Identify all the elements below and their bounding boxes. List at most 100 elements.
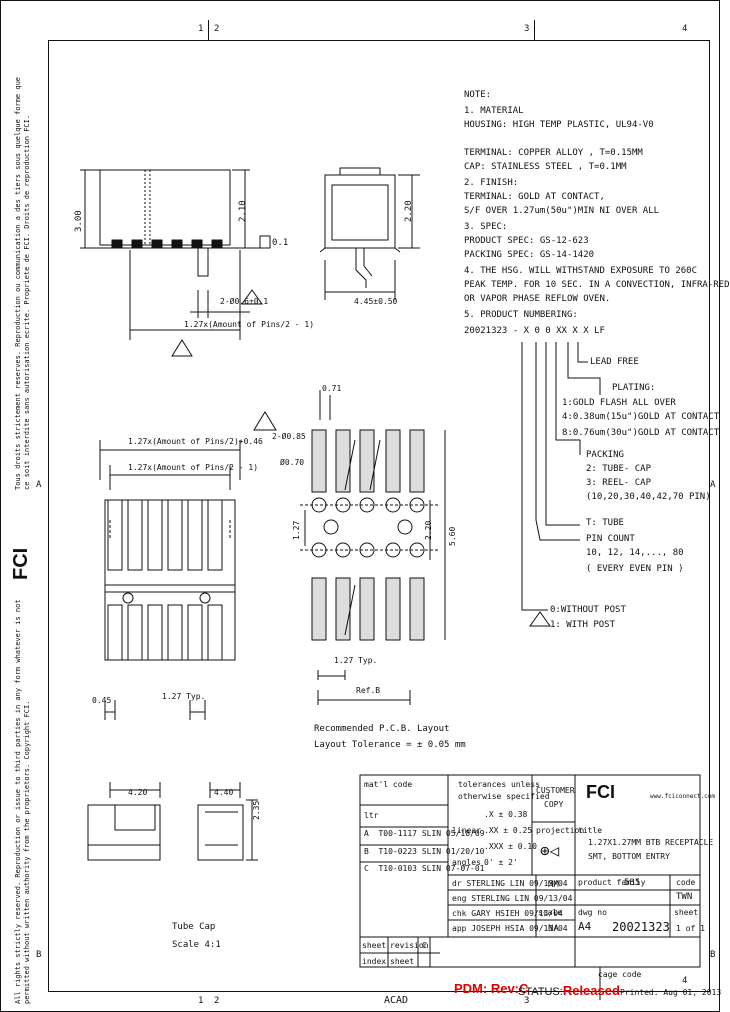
tb-dwg-no-label: dwg no: [578, 908, 607, 917]
tb-rev-a: A T00-1117 SLIN 05/18/09: [364, 829, 485, 838]
tube-cap-views: [87, 782, 258, 861]
tb-drawn-row: dr STERLING LIN 09/13/04: [452, 879, 568, 888]
tb-tol-4: 0' ± 2': [484, 858, 518, 867]
zone-left-b: B: [36, 950, 42, 960]
zone-left-a: A: [36, 480, 42, 490]
tb-logo: FCI: [586, 782, 615, 802]
note-line: TERMINAL: GOLD AT CONTACT,: [464, 192, 605, 202]
note-line: 3. SPEC:: [464, 222, 508, 232]
dim-cap-4-20: 4.20: [128, 788, 148, 797]
callout-pin-count: PIN COUNT: [586, 534, 635, 544]
drawing-inner-frame: [48, 40, 710, 992]
tb-dwg-no: 20021323: [612, 920, 670, 934]
tb-tol-label: linear: [452, 826, 481, 835]
note-line: PEAK TEMP. FOR 10 SEC. IN A CONVECTION, …: [464, 280, 730, 290]
tb-size: A4: [578, 920, 592, 933]
tb-tol-2: .XX ± 0.25: [484, 826, 533, 835]
product-number: 20021323 - X 0 0 XX X X LF: [464, 326, 605, 336]
dim-pcb-top-b: 1.27x(Amount of Pins/2 - 1): [128, 463, 259, 472]
tb-tol-3: .XXX ± 0.10: [484, 842, 537, 851]
tb-angles-label: angles: [452, 858, 481, 867]
tb-sheet-label: sheet: [674, 908, 699, 917]
tb-drawn-row: eng STERLING LIN 09/13/04: [452, 894, 573, 903]
tb-ltr-label: ltr: [364, 811, 379, 820]
dim-side-width: 4.45±0.50: [354, 297, 398, 306]
tb-index-1: index: [362, 957, 387, 966]
front-view: [80, 169, 271, 357]
tb-code-label: code: [676, 878, 696, 887]
dim-0-1: 0.1: [272, 238, 289, 248]
tb-projection-label: projection: [536, 826, 585, 835]
footer-acad: ACAD: [384, 995, 409, 1006]
dim-land-2-20: 2.20: [424, 520, 433, 540]
note-line: PRODUCT SPEC: GS-12-623: [464, 236, 589, 246]
tb-sheet: 1 of 1: [676, 924, 705, 933]
tb-customer: CUSTOMER: [536, 786, 575, 795]
zone-top-1: 1: [198, 24, 204, 34]
tb-title-1: 1.27X1.27MM BTB RECEPTACLE: [588, 838, 714, 847]
dim-land-1-27-typ: 1.27 Typ.: [334, 656, 378, 665]
callout-pin-range: 10, 12, 14,..., 80: [586, 548, 684, 558]
zone-bottom-3: 3: [524, 996, 530, 1006]
note-line: PACKING SPEC: GS-14-1420: [464, 250, 595, 260]
note-line: OR VAPOR PHASE REFLOW OVEN.: [464, 294, 611, 304]
title-block-lines: [359, 774, 701, 1000]
callout-packing: PACKING: [586, 450, 624, 460]
callout-plating-4: 4:0.38um(15u")GOLD AT CONTACT: [562, 412, 720, 422]
note-line: 5. PRODUCT NUMBERING:: [464, 310, 578, 320]
callout-packing-3: 3: REEL- CAP: [586, 478, 652, 488]
cap-caption-title: Tube Cap: [172, 922, 216, 932]
tb-sheet-rev-3: C: [422, 941, 427, 950]
dim-land-ref: Ref.B: [356, 686, 381, 695]
cap-caption-scale: Scale 4:1: [172, 940, 221, 950]
dim-cap-2-35: 2.35: [252, 800, 261, 820]
dim-pcb-top-a: 1.27x(Amount of Pins/2)+0.46: [128, 437, 263, 446]
dim-3-00: 3.00: [74, 210, 84, 232]
tb-tol-1: .X ± 0.38: [484, 810, 528, 819]
tb-tolerances-2: otherwise specified: [458, 792, 550, 801]
tb-printed: Printed: Aug 01, 2013: [620, 988, 722, 997]
tb-website: www.fciconnect.com: [650, 793, 716, 800]
tb-sheet-rev-1: sheet: [362, 941, 387, 950]
callout-packing-2: 2: TUBE- CAP: [586, 464, 652, 474]
tb-copy: COPY: [544, 800, 564, 809]
numbering-leaders: [521, 342, 601, 627]
dim-land-hole: 2-Ø0.85: [272, 432, 306, 441]
projection-symbol-icon: ⊕◁: [540, 841, 560, 860]
tb-product-family-label: product family: [578, 878, 646, 887]
note-line: 1. MATERIAL: [464, 106, 524, 116]
note-line: CAP: STAINLESS STEEL , T=0.1MM: [464, 162, 627, 172]
callout-plating-8: 8:0.76um(30u")GOLD AT CONTACT: [562, 428, 720, 438]
pcb-top-view: [99, 440, 241, 720]
pcb-layout: [253, 390, 446, 705]
note-line: S/F OVER 1.27um(50u")MIN NI OVER ALL: [464, 206, 660, 216]
tb-title-2: SMT, BOTTOM ENTRY: [588, 852, 670, 861]
status-label: STATUS:: [518, 986, 563, 998]
tb-code: TWN: [676, 892, 693, 902]
tb-scale: NA: [548, 924, 559, 934]
callout-tube: T: TUBE: [586, 518, 624, 528]
tb-drawn-row: chk GARY HSIEH 09/13/04: [452, 909, 563, 918]
layout-caption-title: Recommended P.C.B. Layout: [314, 724, 450, 734]
note-line: TERMINAL: COPPER ALLOY , T=0.15MM: [464, 148, 643, 158]
dim-1-27-typ-pcb: 1.27 Typ.: [162, 692, 206, 701]
callout-pin-even: ( EVERY EVEN PIN ): [586, 564, 684, 574]
note-line: 2. FINISH:: [464, 178, 519, 188]
note-line: 4. THE HSG. WILL WITHSTAND EXPOSURE TO 2…: [464, 266, 697, 276]
dim-pitch-formula: 1.27x(Amount of Pins/2 - 1): [184, 320, 315, 329]
callout-packing-pins: (10,20,30,40,42,70 PIN): [586, 492, 711, 502]
callout-with-post: 1: WITH POST: [550, 620, 616, 630]
dim-land-1-27: 1.27: [292, 520, 301, 540]
dim-0-71: 0.71: [322, 384, 342, 393]
zone-bottom-4: 4: [682, 976, 688, 986]
dim-land-pad: Ø0.70: [280, 458, 305, 467]
tb-rev-b: B T10-0223 SLIN 01/20/10: [364, 847, 485, 856]
dim-2-10: 2.10: [238, 200, 248, 222]
zone-top-2: 2: [214, 24, 220, 34]
dim-post-dia: 2-Ø0.6±0.1: [220, 297, 269, 306]
side-view: [319, 167, 420, 300]
tb-rev-c: C T10-0103 SLIN 07-07-01: [364, 864, 485, 873]
layout-caption-tolerance: Layout Tolerance = ± 0.05 mm: [314, 740, 466, 750]
note-line: NOTE:: [464, 90, 492, 100]
